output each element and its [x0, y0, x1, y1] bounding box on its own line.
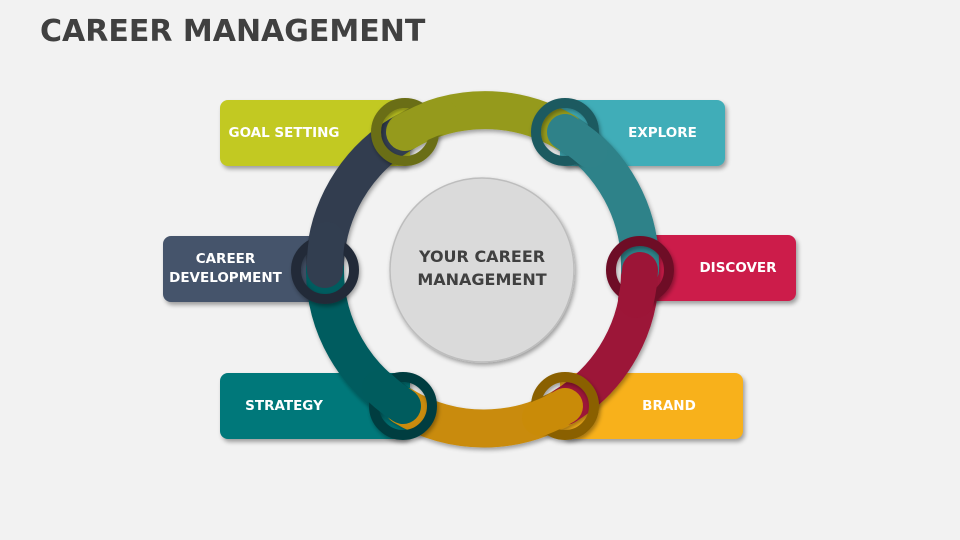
page-title: CAREER MANAGEMENT	[40, 14, 426, 49]
step-label-career-development: CAREER DEVELOPMENT	[163, 250, 288, 288]
step-label-brand: BRAND	[642, 397, 696, 414]
label-line-2: DEVELOPMENT	[169, 270, 282, 286]
step-label-goal-setting: GOAL SETTING	[228, 124, 340, 141]
center-label-line-2: MANAGEMENT	[417, 270, 547, 289]
step-label-discover: DISCOVER	[699, 259, 777, 276]
center-label: YOUR CAREER MANAGEMENT	[392, 245, 572, 291]
center-label-line-1: YOUR CAREER	[418, 247, 546, 266]
label-line-1: CAREER	[195, 251, 256, 267]
center-circle	[389, 177, 575, 363]
step-label-strategy: STRATEGY	[245, 397, 323, 414]
step-label-explore: EXPLORE	[628, 124, 697, 141]
